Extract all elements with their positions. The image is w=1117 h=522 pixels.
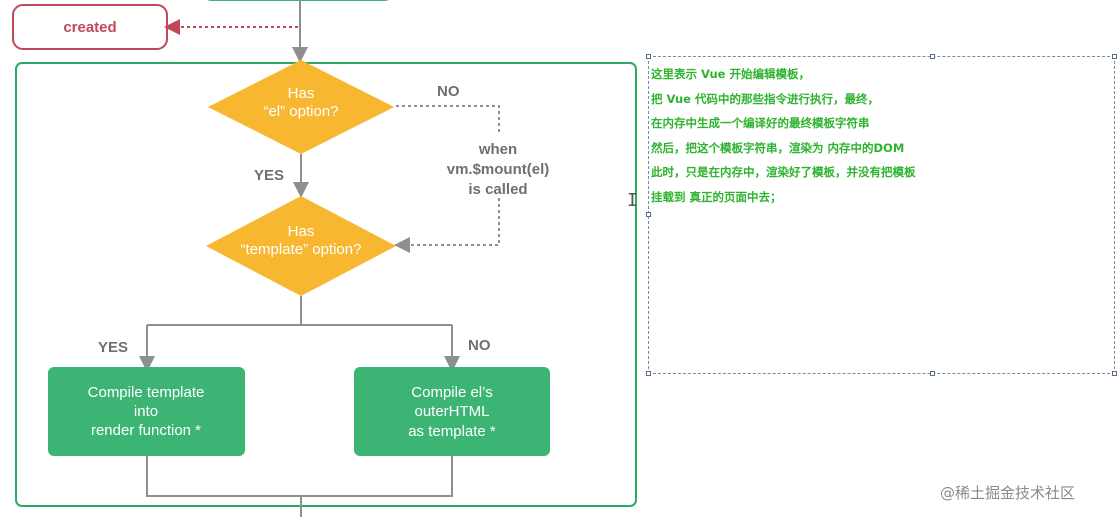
- has-el-diamond: [208, 60, 394, 154]
- yes-label-mid: YES: [254, 167, 284, 184]
- compile-template-text-1: Compile template: [88, 384, 205, 401]
- resize-handle-tr[interactable]: [1112, 54, 1117, 59]
- resize-handle-ml[interactable]: [646, 212, 651, 217]
- has-el-text-1: Has: [288, 85, 315, 102]
- resize-handle-br[interactable]: [1112, 371, 1117, 376]
- compile-el-text-2: outerHTML: [414, 403, 489, 420]
- annotation-line: 然后，把这个模板字符串，渲染为 内存中的DOM: [651, 140, 905, 155]
- when-text-1: when: [478, 141, 517, 158]
- no-dotted-path-back: [394, 198, 500, 253]
- resize-handle-bl[interactable]: [646, 371, 651, 376]
- annotation-line: 挂载到 真正的页面中去；: [651, 189, 782, 204]
- no-label-right: NO: [468, 337, 491, 354]
- resize-handle-bm[interactable]: [930, 371, 935, 376]
- no-dotted-path-out: [396, 105, 500, 133]
- resize-handle-tm[interactable]: [930, 54, 935, 59]
- compile-template-text-3: render function *: [91, 422, 201, 439]
- no-label-top: NO: [437, 83, 460, 100]
- compile-template-box: [48, 367, 245, 456]
- created-label: created: [63, 19, 116, 36]
- compile-phase-container: [15, 62, 637, 507]
- compile-template-text-2: into: [134, 403, 158, 420]
- has-el-text-2: “el” option?: [263, 103, 338, 120]
- annotation-text[interactable]: 这里表示 Vue 开始编辑模板， 把 Vue 代码中的那些指令进行执行，最终， …: [651, 62, 1111, 209]
- has-template-diamond: [206, 196, 396, 296]
- compile-el-text-1: Compile el’s: [411, 384, 492, 401]
- merge-lines: [146, 456, 453, 497]
- text-cursor-icon: I: [627, 190, 638, 211]
- annotation-line: 这里表示 Vue 开始编辑模板，: [651, 67, 810, 81]
- has-template-text-2: “template” option?: [241, 241, 362, 258]
- when-text-2: vm.$mount(el): [447, 161, 550, 178]
- watermark: @稀土掘金技术社区: [940, 484, 1076, 502]
- yes-label-left: YES: [98, 339, 128, 356]
- has-template-text-1: Has: [288, 223, 315, 240]
- annotation-line: 把 Vue 代码中的那些指令进行执行，最终，: [651, 91, 879, 106]
- resize-handle-tl[interactable]: [646, 54, 651, 59]
- annotation-line: 此时，只是在内存中，渲染好了模板，并没有把模板: [651, 165, 916, 179]
- compile-el-text-3: as template *: [408, 423, 496, 440]
- when-text-3: is called: [468, 181, 527, 198]
- compile-el-box: [354, 367, 550, 456]
- annotation-line: 在内存中生成一个编译好的最终模板字符串: [651, 116, 870, 130]
